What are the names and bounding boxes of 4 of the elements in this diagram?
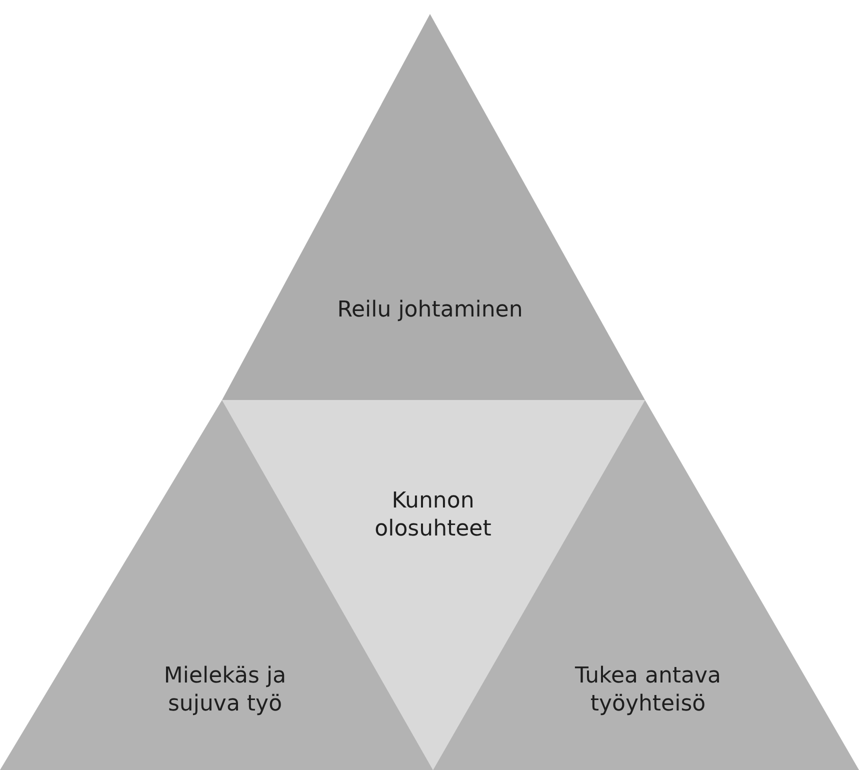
triangle-label: Reilu johtaminen	[336, 296, 524, 324]
triangle-label: Tukea antava työyhteisö	[574, 662, 722, 718]
triangle-label: Kunnon olosuhteet	[374, 488, 492, 542]
triangle-label: Mielekäs ja sujuva työ	[162, 662, 288, 718]
